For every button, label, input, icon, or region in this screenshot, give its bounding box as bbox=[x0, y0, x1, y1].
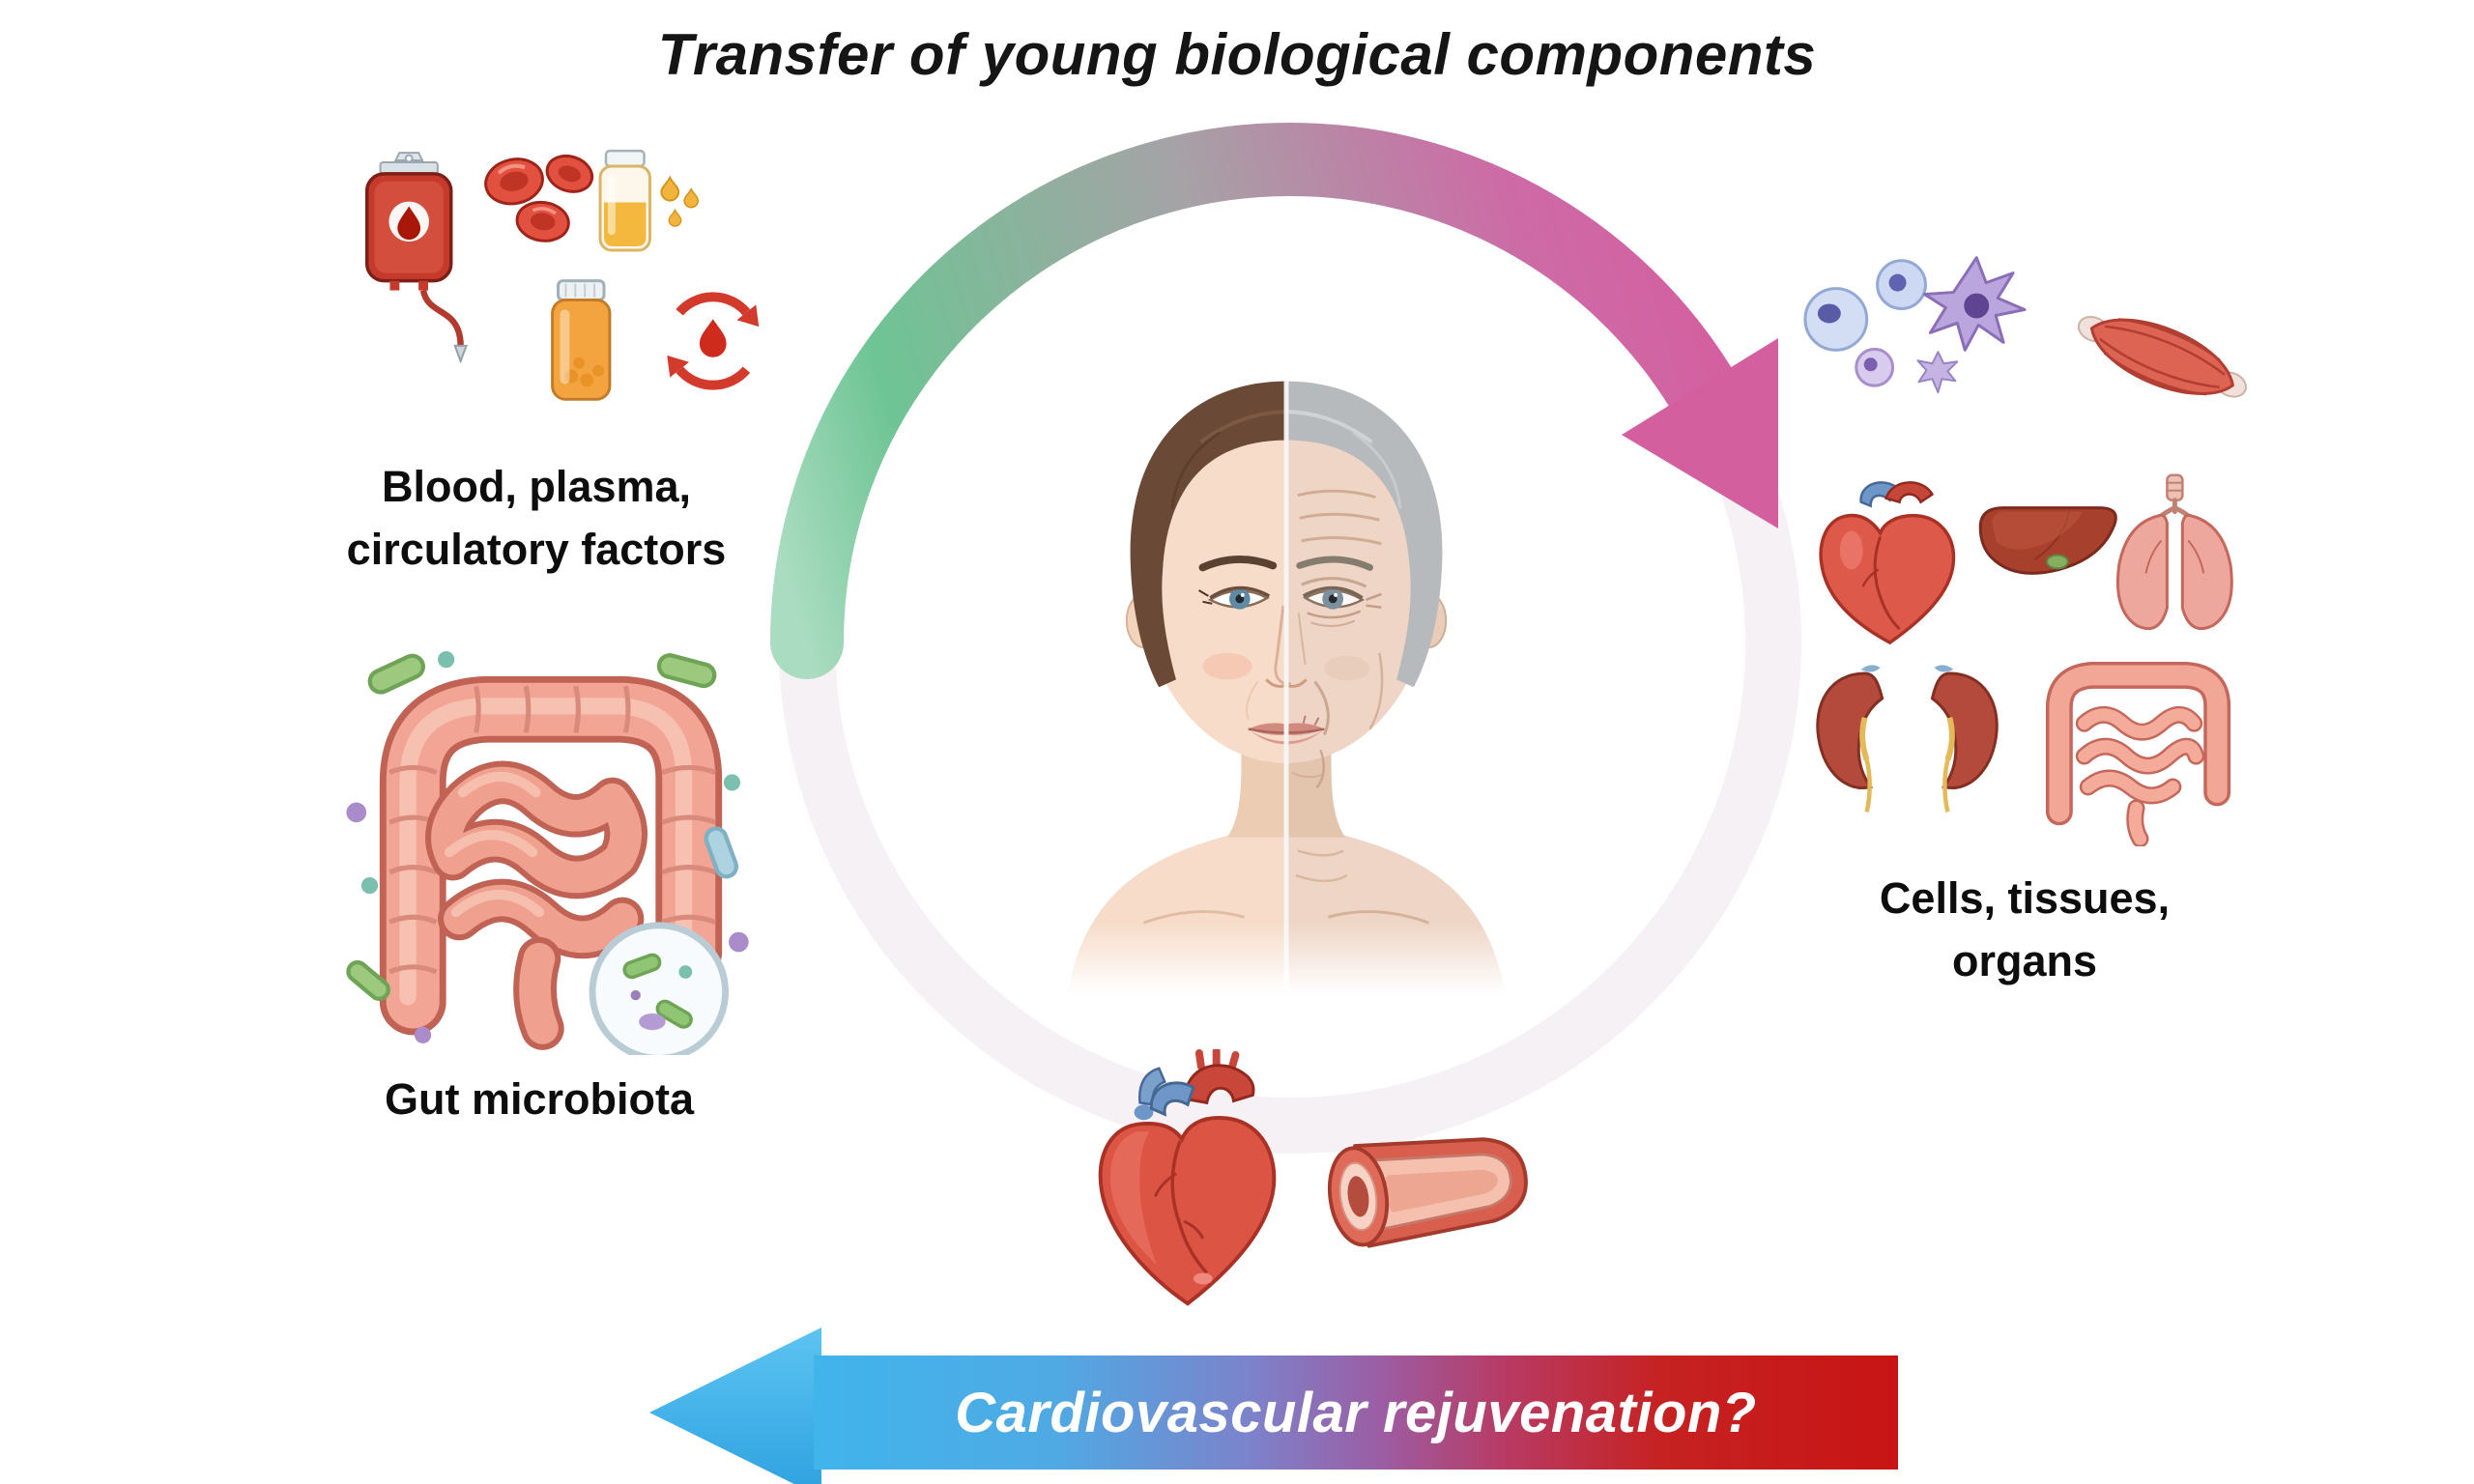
red-blood-cells-icon bbox=[484, 154, 594, 243]
cells-label-line2: organs bbox=[1951, 935, 2098, 985]
blood-plasma-label-line2: circulatory factors bbox=[346, 524, 727, 574]
figure-title: Transfer of young biological components bbox=[657, 22, 1817, 87]
young-old-face-illustration bbox=[1001, 381, 1571, 993]
arc-arrowhead bbox=[1622, 338, 1778, 528]
muscle-icon bbox=[2077, 315, 2247, 398]
liver-icon bbox=[1978, 506, 2117, 575]
cells-icon bbox=[1803, 256, 2027, 394]
gut-microbiota-label: Gut microbiota bbox=[384, 1074, 694, 1124]
kidneys-icon bbox=[1816, 665, 1998, 812]
microbes-icon bbox=[346, 651, 749, 1043]
blood-vessel-icon bbox=[1327, 1137, 1528, 1248]
droplets-icon bbox=[660, 175, 700, 227]
gut-microbiota-icon-group bbox=[346, 651, 749, 1055]
blood-plasma-icon-group bbox=[364, 149, 760, 401]
rejuvenation-arrow: Cardiovascular rejuvenation? bbox=[649, 1326, 1898, 1484]
cells-tissues-organs-label: Cells, tissues, organs bbox=[1802, 868, 2247, 993]
cells-label-line1: Cells, tissues, bbox=[1879, 873, 2171, 923]
lungs-icon bbox=[2115, 473, 2233, 631]
blood-plasma-label-line1: Blood, plasma, bbox=[381, 462, 692, 511]
rejuvenation-label: Cardiovascular rejuvenation? bbox=[955, 1381, 1757, 1444]
blood-plasma-label: Blood, plasma, circulatory factors bbox=[280, 456, 792, 582]
circulation-arrows-icon bbox=[667, 292, 760, 390]
intestine-small-icon bbox=[2045, 662, 2231, 846]
pill-bottle-icon bbox=[551, 279, 612, 401]
blood-bag-icon bbox=[364, 152, 468, 364]
intestine-icon bbox=[379, 675, 723, 1050]
heart-icon bbox=[1819, 481, 1956, 645]
heart-anatomy-icon bbox=[1098, 1049, 1277, 1306]
microbe-dish-icon bbox=[589, 922, 730, 1055]
rejuvenation-gradient-bar: Cardiovascular rejuvenation? bbox=[814, 1356, 1898, 1470]
plasma-vial-icon bbox=[598, 149, 651, 252]
cells-tissues-organs-icon-group bbox=[1803, 256, 2247, 846]
left-arrow-icon bbox=[649, 1327, 821, 1484]
